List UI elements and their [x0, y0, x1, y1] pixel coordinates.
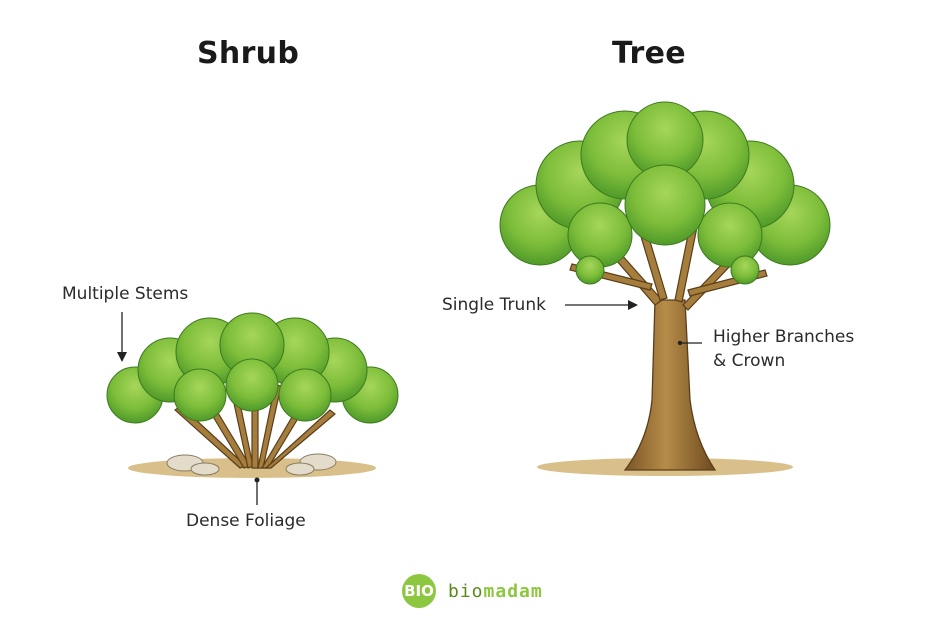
- single-trunk-label: Single Trunk: [442, 295, 546, 315]
- dense-foliage-label: Dense Foliage: [186, 511, 306, 531]
- shrub-illustration: [106, 312, 399, 478]
- brand-name-part1: bio: [448, 580, 484, 602]
- higher-branches-line2: & Crown: [713, 351, 786, 371]
- higher-branches-line1: Higher Branches: [713, 327, 855, 347]
- shrub-title: Shrub: [197, 36, 300, 71]
- brand-name-part2: madam: [483, 580, 543, 602]
- higher-branches-label: Higher Branches & Crown: [713, 325, 854, 373]
- tree-illustration: [499, 101, 831, 476]
- brand-logo: BIO biomadam: [402, 574, 543, 608]
- bio-badge-icon: BIO: [402, 574, 436, 608]
- tree-title: Tree: [612, 36, 686, 71]
- brand-name: biomadam: [448, 581, 543, 602]
- multiple-stems-label: Multiple Stems: [62, 284, 189, 304]
